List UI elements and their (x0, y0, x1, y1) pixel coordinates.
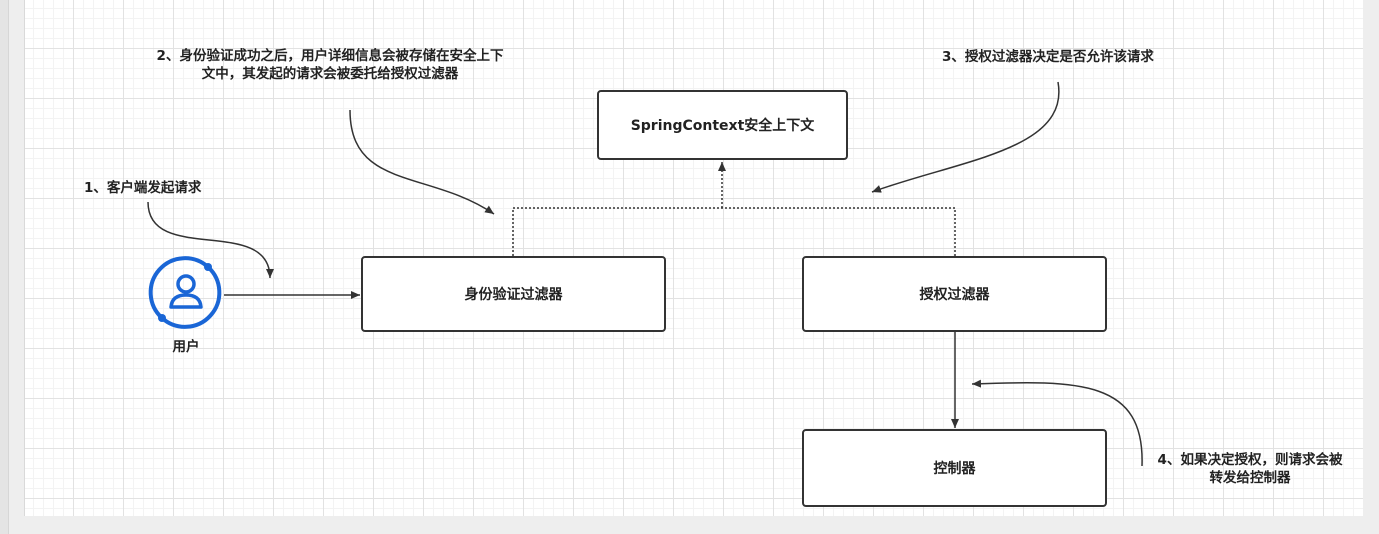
note-step2: 2、身份验证成功之后，用户详细信息会被存储在安全上下 文中，其发起的请求会被委托… (130, 47, 530, 83)
user-icon[interactable] (148, 256, 222, 329)
auth-filter-label: 身份验证过滤器 (464, 287, 563, 303)
note-step1: 1、客户端发起请求 (84, 180, 202, 196)
authorization-filter-label: 授权过滤器 (919, 287, 990, 303)
note-step2-line2: 文中，其发起的请求会被委托给授权过滤器 (201, 66, 459, 82)
controller-box[interactable]: 控制器 (802, 429, 1107, 507)
context-dotted-connector (512, 207, 956, 256)
note-step4-line1: 4、如果决定授权，则请求会被 (1157, 452, 1343, 468)
note1-curve-arrow (147, 201, 274, 279)
diagram-canvas[interactable] (24, 0, 1363, 516)
security-context-box[interactable]: SpringContext安全上下文 (597, 90, 848, 160)
note3-curve-arrow (871, 81, 1060, 193)
security-context-label: SpringContext安全上下文 (630, 118, 815, 134)
note4-curve-arrow (971, 379, 1143, 467)
auth-filter-box[interactable]: 身份验证过滤器 (361, 256, 666, 332)
note-step4: 4、如果决定授权，则请求会被 转发给控制器 (1140, 451, 1360, 487)
note-step2-line1: 2、身份验证成功之后，用户详细信息会被存储在安全上下 (156, 48, 504, 64)
note-step4-line2: 转发给控制器 (1209, 470, 1291, 486)
controller-label: 控制器 (933, 461, 976, 477)
note-step3: 3、授权过滤器决定是否允许该请求 (942, 49, 1154, 65)
user-label: 用户 (172, 339, 200, 355)
note2-curve-arrow (349, 109, 495, 215)
left-gutter (0, 0, 9, 534)
authorization-filter-box[interactable]: 授权过滤器 (802, 256, 1107, 332)
